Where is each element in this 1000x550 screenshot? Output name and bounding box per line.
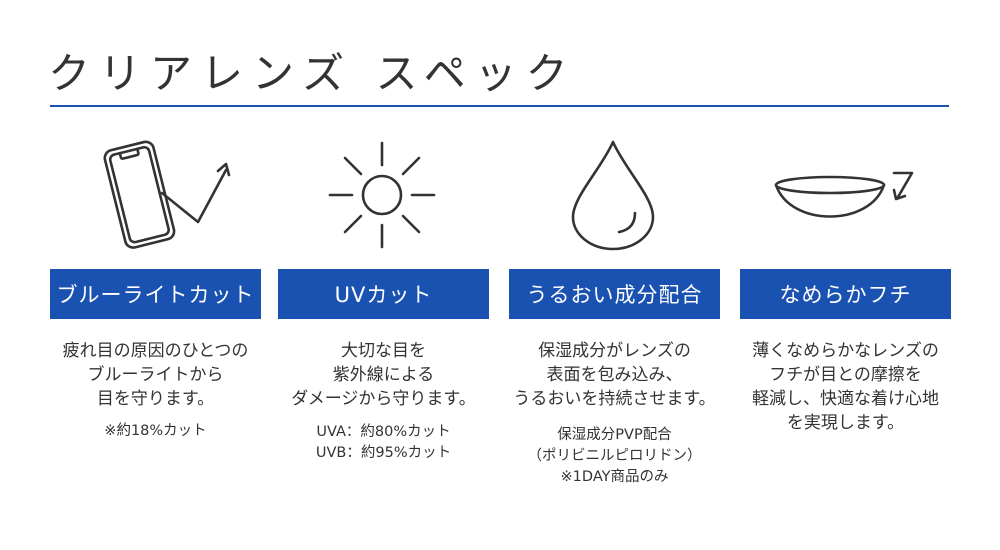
feature-label: UVカット	[278, 269, 489, 319]
title-divider	[50, 105, 949, 107]
feature-label: ブルーライトカット	[50, 269, 261, 319]
sun-icon	[328, 141, 436, 249]
feature-description: 疲れ目の原因のひとつの ブルーライトから 目を守ります。	[62, 341, 249, 409]
phone-light-icon	[103, 140, 231, 249]
feature-blue-light: ブルーライトカット 疲れ目の原因のひとつの ブルーライトから 目を守ります。 ※…	[50, 135, 261, 439]
feature-description: 保湿成分がレンズの 表面を包み込み、 うるおいを持続させます。	[513, 341, 716, 409]
feature-uv: UVカット 大切な目を 紫外線による ダメージから守ります。 UVA：約80%カ…	[278, 135, 489, 461]
feature-description: 大切な目を 紫外線による ダメージから守ります。	[291, 341, 476, 409]
feature-note: 保湿成分PVP配合 （ポリビニルピロリドン） ※1DAY商品のみ	[527, 427, 702, 485]
water-drop-icon	[571, 140, 655, 251]
feature-label: なめらかフチ	[740, 269, 951, 319]
feature-moisture: うるおい成分配合 保湿成分がレンズの 表面を包み込み、 うるおいを持続させます。…	[509, 135, 720, 485]
feature-note: ※約18%カット	[104, 423, 207, 439]
page-title: クリアレンズ スペック	[48, 49, 577, 98]
feature-smooth-edge: なめらかフチ 薄くなめらかなレンズの フチが目との摩擦を 軽減し、快適な着け心地…	[740, 135, 951, 433]
feature-label: うるおい成分配合	[509, 269, 720, 319]
lens-edge-icon	[774, 171, 914, 218]
feature-note: UVA：約80%カット UVB：約95%カット	[315, 424, 452, 461]
feature-description: 薄くなめらかなレンズの フチが目との摩擦を 軽減し、快適な着け心地 を実現します…	[752, 341, 939, 433]
